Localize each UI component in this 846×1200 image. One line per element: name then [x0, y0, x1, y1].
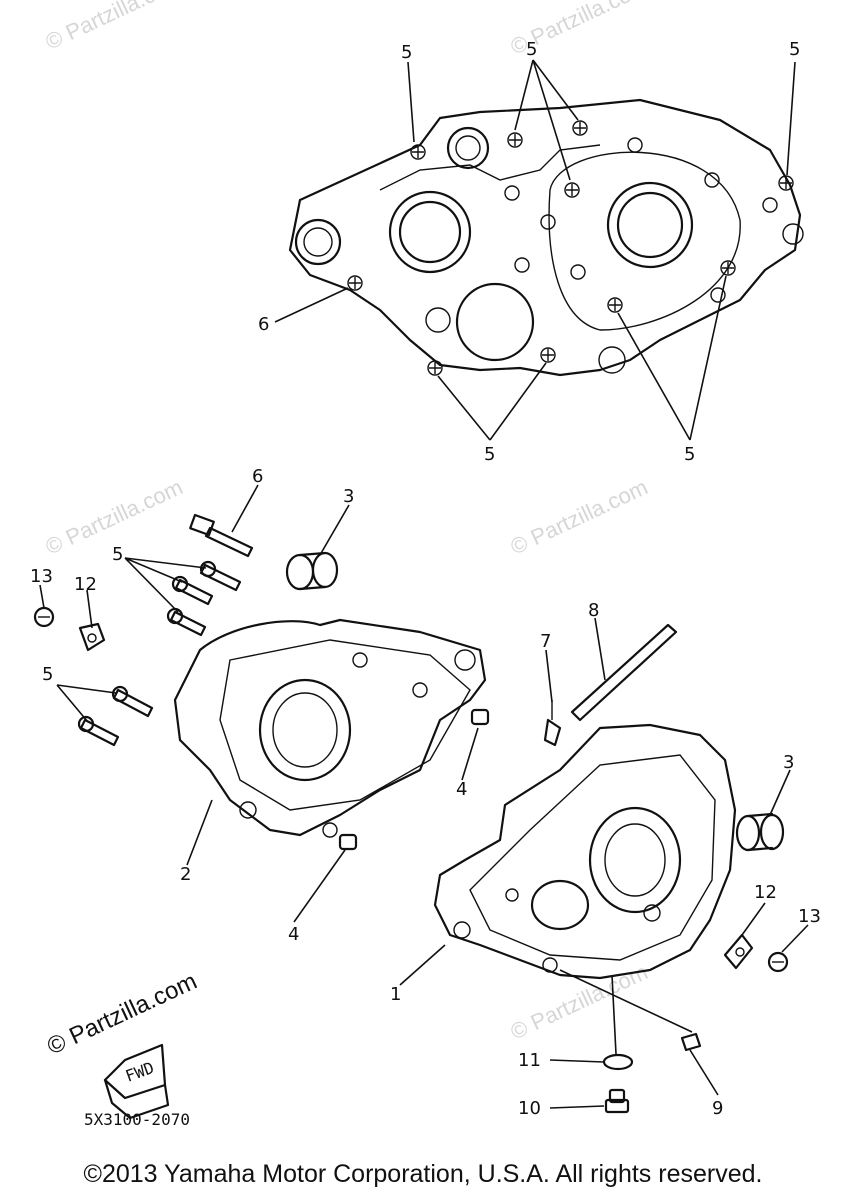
watermark-partzilla-dark: © Partzilla.com — [43, 968, 201, 1061]
fwd-arrow-icon: FWD — [103, 1043, 170, 1120]
shaft-8 — [570, 623, 678, 722]
callout-13-right: 13 — [798, 906, 821, 927]
dowel-4-lower — [338, 833, 358, 851]
bolts-5-lower — [77, 685, 154, 747]
callout-8: 8 — [588, 600, 599, 621]
callout-5-top-left: 5 — [401, 42, 412, 63]
callout-13-left: 13 — [30, 566, 53, 587]
right-crankcase-part — [433, 723, 737, 980]
callout-5-top-right: 5 — [789, 39, 800, 60]
callout-12-left: 12 — [74, 574, 97, 595]
callout-9: 9 — [712, 1098, 723, 1119]
washer-11 — [602, 1053, 634, 1071]
watermark-group: © Partzilla.com © Partzilla.com © Partzi… — [42, 0, 652, 1045]
nozzle-7 — [543, 700, 562, 747]
callout-5-bolts-upper: 5 — [112, 544, 123, 565]
bushing-3-right — [735, 812, 785, 852]
left-crankcase-part — [173, 618, 487, 838]
plate-12-right — [723, 933, 754, 970]
callout-4-upper: 4 — [456, 779, 467, 800]
bolts-5-upper — [166, 560, 242, 637]
screw-13-left — [33, 606, 55, 628]
watermark-1: © Partzilla.com — [42, 0, 187, 55]
callout-5-bolts-lower: 5 — [42, 664, 53, 685]
dowel-4-upper — [470, 708, 490, 726]
top-crankcase-view — [274, 59, 804, 441]
bolt-hole-markers — [347, 120, 794, 376]
callout-6-top: 6 — [258, 314, 269, 335]
callout-5-bottom-left: 5 — [484, 444, 495, 465]
callout-2: 2 — [180, 864, 191, 885]
screw-13-right — [767, 951, 789, 973]
callout-3-right: 3 — [783, 752, 794, 773]
callout-3-left: 3 — [343, 486, 354, 507]
drain-bolt-10 — [604, 1088, 630, 1114]
callout-5-top-mid: 5 — [526, 39, 537, 60]
watermark-4: © Partzilla.com — [507, 474, 652, 559]
diagram-code: 5X3100-2070 — [84, 1110, 190, 1129]
callout-7: 7 — [540, 631, 551, 652]
copyright-notice: ©2013 Yamaha Motor Corporation, U.S.A. A… — [83, 1160, 763, 1188]
callout-10: 10 — [518, 1098, 541, 1119]
callout-11: 11 — [518, 1050, 541, 1071]
bolt-6 — [189, 513, 254, 558]
fwd-label: FWD — [123, 1058, 157, 1086]
callout-12-right: 12 — [754, 882, 777, 903]
callout-4-lower: 4 — [288, 924, 299, 945]
callout-6-bolt: 6 — [252, 466, 263, 487]
bushing-3-left — [285, 551, 339, 591]
callout-1: 1 — [390, 984, 401, 1005]
plug-9 — [680, 1032, 702, 1052]
callout-5-bottom-right: 5 — [684, 444, 695, 465]
